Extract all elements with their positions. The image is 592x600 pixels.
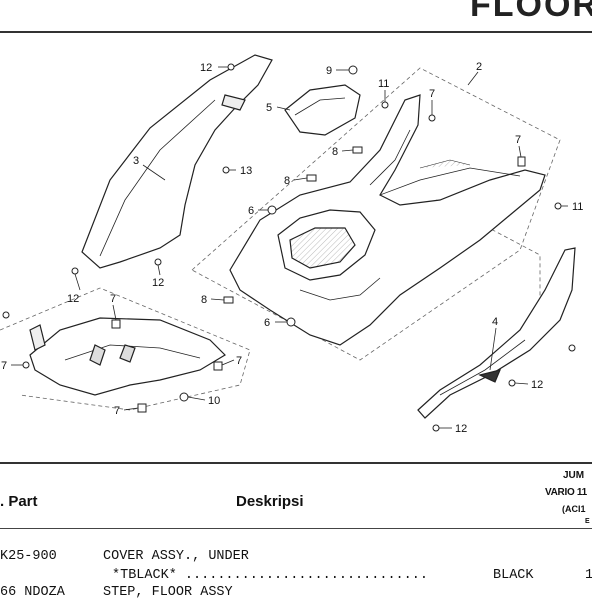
callout-12: 12	[200, 62, 212, 74]
callout-7: 7	[429, 88, 435, 100]
callout-10: 10	[208, 395, 220, 407]
callout-2: 2	[476, 61, 482, 73]
table-row-part-number: 66 NDOZA	[0, 585, 65, 600]
callout-7: 7	[236, 355, 242, 367]
callout-4: 4	[492, 316, 498, 328]
column-header-model: VARIO 11	[545, 487, 587, 498]
callout-6: 6	[248, 205, 254, 217]
table-row-color: BLACK	[493, 568, 534, 583]
callout-7: 7	[515, 134, 521, 146]
diagram-top-border	[0, 31, 592, 33]
callout-13: 13	[240, 165, 252, 177]
callout-5: 5	[266, 102, 272, 114]
column-header-quantity: JUM	[563, 470, 585, 481]
table-row-color-line: *TBLACK* ..............................	[112, 568, 428, 583]
column-header-model-code: (ACI1	[562, 504, 586, 514]
table-header-rule	[0, 528, 592, 529]
callout-6: 6	[264, 317, 270, 329]
callout-7: 7	[114, 405, 120, 417]
exploded-parts-diagram: 12 3 13 12 12 9 5 11 2 7 8 8 6 7 11 8 6 …	[0, 54, 583, 435]
callout-12: 12	[152, 277, 164, 289]
callout-12: 12	[455, 423, 467, 435]
part-2-floor-step	[229, 94, 546, 346]
assembly-boundary-lines	[0, 67, 561, 411]
part-3-side-cover	[81, 54, 273, 269]
callout-11: 11	[572, 201, 583, 213]
diagram-bottom-border	[0, 462, 592, 464]
callout-11: 11	[378, 78, 389, 90]
table-row-part-number: K25-900	[0, 549, 57, 564]
page-title-fragment: FLOOR	[470, 0, 592, 24]
callout-9: 9	[326, 65, 332, 77]
part-5-cover	[284, 84, 361, 136]
column-header-variant: E	[585, 518, 590, 525]
column-header-description: Deskripsi	[236, 493, 304, 510]
callout-7: 7	[1, 360, 7, 372]
callout-labels: 12 3 13 12 12 9 5 11 2 7 8 8 6 7 11 8 6 …	[1, 61, 583, 435]
callout-3: 3	[133, 155, 139, 167]
leader-lines	[11, 66, 568, 429]
part-1-under-cover	[29, 317, 226, 396]
table-row-quantity: 1	[585, 568, 592, 583]
callout-12: 12	[531, 379, 543, 391]
callout-8: 8	[332, 146, 338, 158]
callout-8: 8	[284, 175, 290, 187]
part-4-side-cover	[417, 247, 576, 419]
table-row-description: COVER ASSY., UNDER	[103, 549, 249, 564]
table-row-description: STEP, FLOOR ASSY	[103, 585, 233, 600]
fasteners	[2, 63, 576, 432]
callout-12: 12	[67, 293, 79, 305]
column-header-part-number: . Part	[0, 493, 38, 510]
callout-8: 8	[201, 294, 207, 306]
callout-7: 7	[110, 293, 116, 305]
